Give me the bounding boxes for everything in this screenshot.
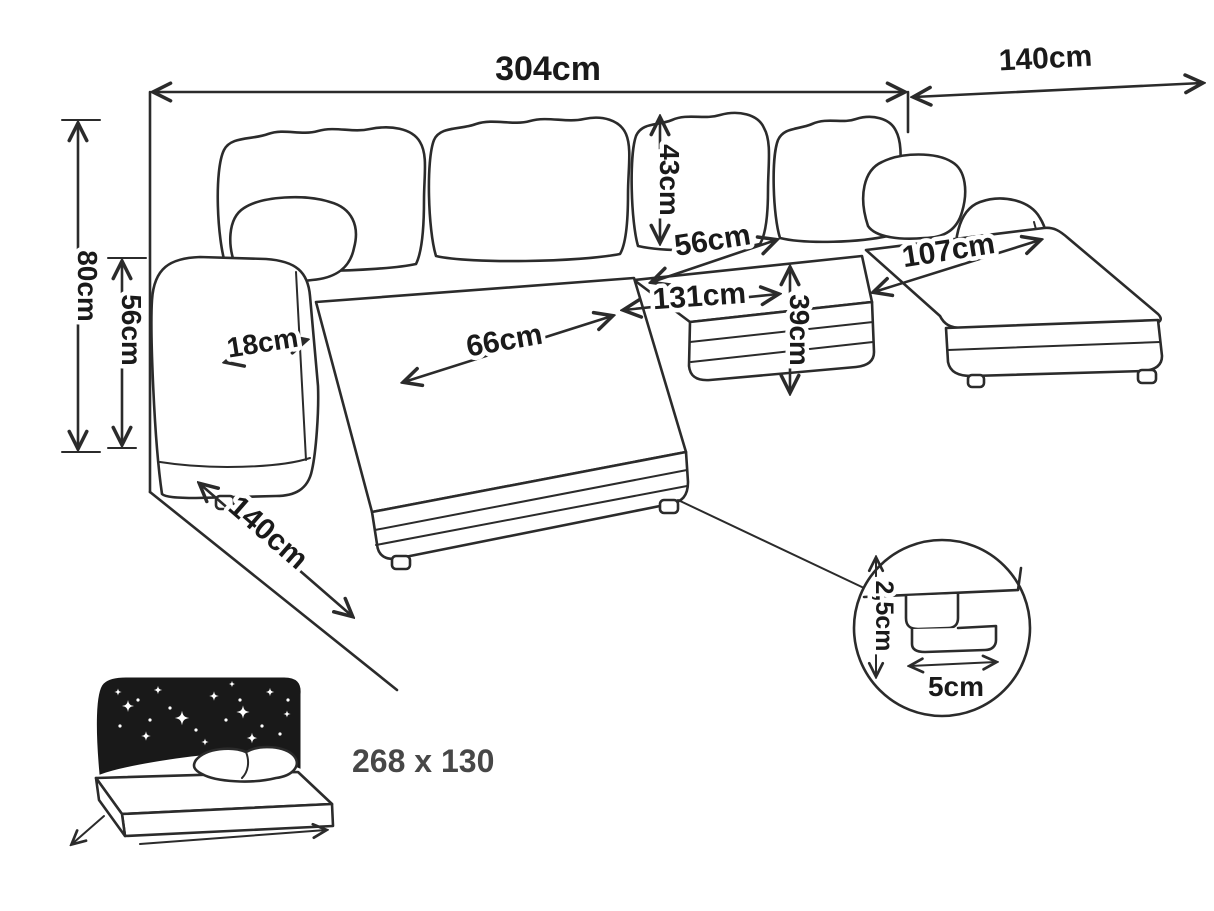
dim-leg-width-label: 5cm — [928, 671, 984, 702]
dim-seat-depth-line — [652, 240, 776, 282]
dim-left-seat-width-line — [404, 316, 612, 382]
dim-right-depth-label: 140cm — [998, 40, 1093, 78]
dim-seat-front-height-label: 39cm — [784, 294, 815, 366]
dim-middle-seat-width: 131cm — [624, 272, 778, 321]
dim-backrest-height: 56cm — [107, 257, 152, 449]
leg-detail-sofa-bottom — [862, 588, 1020, 599]
dim-total-height-label: 80cm — [72, 250, 103, 322]
dim-back-cushion-height-label: 43cm — [654, 144, 685, 216]
back-cushion-2 — [427, 116, 631, 263]
right-chaise-seam — [947, 341, 1161, 351]
bed-mattress-side — [94, 776, 127, 838]
dim-leg-height-label: 2,5cm — [870, 581, 898, 652]
sleeping-area-label: 268 x 130 — [352, 743, 494, 779]
dim-right-depth-line — [914, 83, 1202, 97]
sleeping-function-icon: 268 x 130 — [72, 677, 497, 845]
dim-back-cushion-height: 43cm — [654, 118, 690, 242]
dim-right-seat-width-line — [874, 240, 1040, 292]
dim-total-height: 80cm — [61, 119, 108, 453]
dim-left-depth-label: 140cm — [222, 490, 314, 576]
right-chaise-foot-left — [966, 373, 986, 389]
dim-right-depth: 140cm — [914, 35, 1202, 97]
right-chaise-foot-right — [1136, 368, 1158, 385]
dim-leg-width: 5cm — [910, 662, 996, 707]
leg-detail-leg — [904, 592, 960, 631]
headboard-stars — [114, 680, 291, 746]
leg-detail-sofa-corner — [1016, 566, 1023, 592]
left-chaise-seam-2 — [375, 485, 688, 546]
dim-seat-front-height: 39cm — [784, 268, 820, 392]
bed-pillows — [192, 745, 299, 783]
dim-total-width-label: 304cm — [495, 50, 601, 88]
leg-detail-glide — [910, 624, 998, 654]
dim-left-depth-line — [200, 484, 352, 616]
dim-total-width: 304cm — [154, 46, 904, 92]
dim-middle-seat-width-line — [624, 294, 778, 310]
dim-leg-height: 2,5cm — [866, 558, 903, 676]
dim-backrest-height-label: 56cm — [116, 294, 147, 366]
left-chaise-foot-front — [390, 554, 412, 571]
bed-unfold-arrow-bottom — [139, 830, 326, 845]
left-chaise-seam-1 — [374, 469, 688, 531]
dim-armrest-width-line — [226, 340, 306, 362]
leg-detail-leader-line — [677, 499, 865, 589]
bed-pillow-fold-line — [241, 751, 250, 779]
dim-middle-seat-width-label: 131cm — [652, 277, 747, 316]
left-chaise-foot-right — [658, 498, 680, 515]
leg-detail-callout: 2,5cm 5cm — [852, 538, 1032, 718]
left-armrest-base-seam — [159, 457, 311, 468]
right-throw-pillow — [861, 153, 967, 240]
dim-leg-width-line — [910, 662, 996, 666]
bed-unfold-arrow-left — [72, 815, 105, 844]
